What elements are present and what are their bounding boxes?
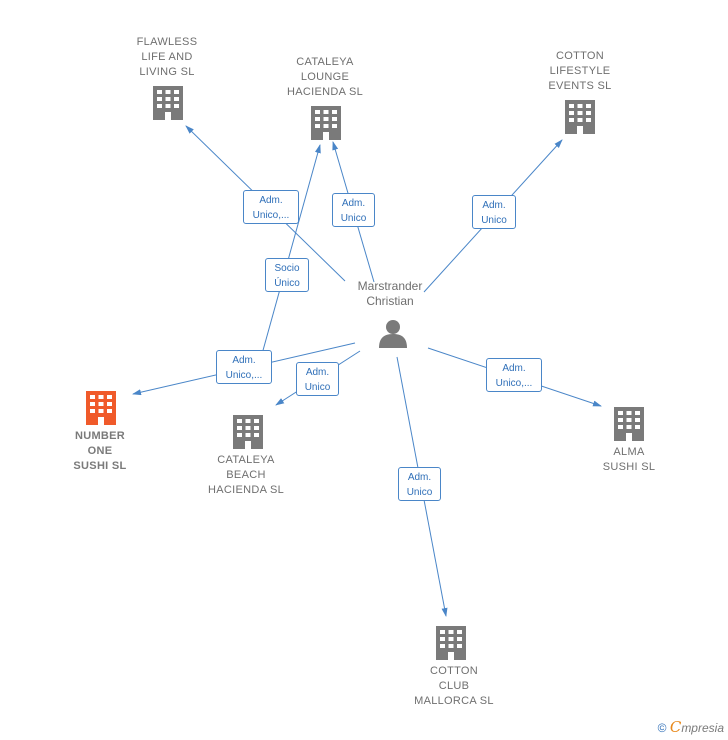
company-name-alma[interactable]: ALMA SUSHI SL (602, 446, 656, 473)
building-icon-cotton_lifestyle[interactable] (565, 100, 595, 134)
building-icon-number_one[interactable] (86, 391, 116, 425)
company-name-cataleya_lounge[interactable]: CATALEYA LOUNGE HACIENDA SL (286, 56, 364, 98)
relation-label-cataleya_lounge[interactable]: Socio Único (265, 258, 309, 292)
relation-label-cotton_club[interactable]: Adm. Unico (398, 467, 441, 501)
copyright-symbol: © (657, 721, 667, 735)
relation-label-cataleya_lounge[interactable]: Adm. Unico (332, 193, 375, 227)
company-icons (86, 86, 644, 660)
building-icon-flawless[interactable] (153, 86, 183, 120)
relation-label-number_one[interactable]: Adm. Unico,... (216, 350, 272, 384)
building-icon-alma[interactable] (614, 407, 644, 441)
person-name[interactable]: Marstrander Christian (357, 279, 423, 308)
company-name-number_one[interactable]: NUMBER ONE SUSHI SL (73, 430, 127, 472)
company-name-flawless[interactable]: FLAWLESS LIFE AND LIVING SL (136, 36, 198, 78)
relation-label-flawless[interactable]: Adm. Unico,... (243, 190, 299, 224)
footer-brand: © Cmpresia (658, 718, 724, 736)
building-icon-cotton_club[interactable] (436, 626, 466, 660)
brand-name: mpresia (681, 721, 724, 735)
company-name-cotton_club[interactable]: COTTON CLUB MALLORCA SL (414, 665, 494, 707)
building-icon-cataleya_lounge[interactable] (311, 106, 341, 140)
relation-label-cataleya_beach[interactable]: Adm. Unico (296, 362, 339, 396)
building-icon-cataleya_beach[interactable] (233, 415, 263, 449)
brand-initial: C (669, 718, 682, 736)
relation-label-alma[interactable]: Adm. Unico,... (486, 358, 542, 392)
company-name-cotton_lifestyle[interactable]: COTTON LIFESTYLE EVENTS SL (548, 50, 612, 92)
relation-label-cotton_lifestyle[interactable]: Adm. Unico (472, 195, 516, 229)
company-name-cataleya_beach[interactable]: CATALEYA BEACH HACIENDA SL (207, 454, 285, 496)
relation-edge-cataleya_lounge (261, 144, 321, 355)
person-icon[interactable] (378, 318, 408, 353)
